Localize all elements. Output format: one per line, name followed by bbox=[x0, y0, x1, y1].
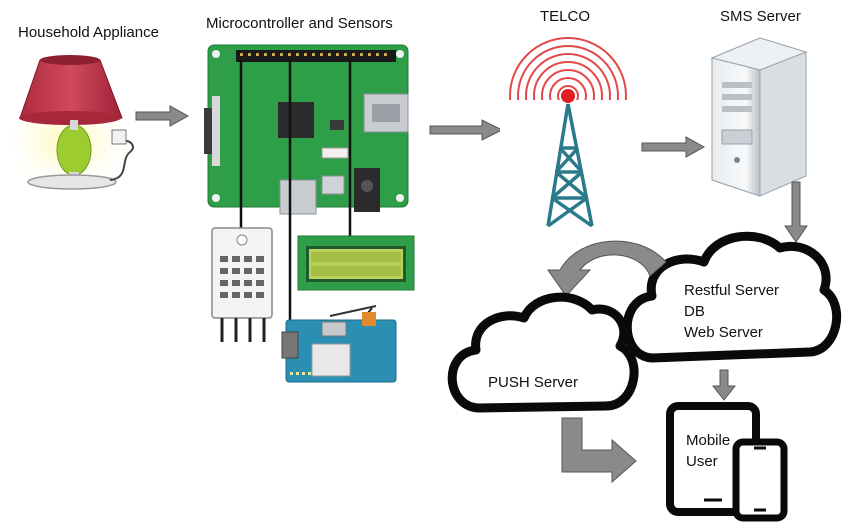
mobile-user-text: Mobile User bbox=[686, 430, 730, 472]
wire-lines bbox=[239, 60, 352, 350]
arrow-push-to-mobile bbox=[561, 417, 637, 484]
arrow-board-to-telco bbox=[429, 119, 504, 141]
curved-arrow-restful-to-push bbox=[547, 240, 667, 297]
cell-tower-icon bbox=[500, 37, 640, 240]
restful-line-2: DB bbox=[684, 303, 705, 320]
smartphone-icon bbox=[732, 438, 788, 522]
restful-server-cloud-icon bbox=[622, 231, 842, 363]
restful-line-1: Restful Server bbox=[684, 282, 780, 299]
microcontroller-label: Microcontroller and Sensors bbox=[206, 15, 393, 32]
arrow-restful-to-mobile bbox=[711, 369, 737, 401]
gsm-module-icon bbox=[281, 305, 397, 383]
arrow-sms-to-restful bbox=[784, 181, 808, 243]
household-appliance-label: Household Appliance bbox=[18, 24, 159, 41]
push-server-cloud-icon bbox=[447, 292, 639, 413]
server-tower-icon bbox=[710, 37, 808, 197]
lcd-display-icon bbox=[297, 235, 415, 291]
restful-line-3: Web Server bbox=[684, 324, 763, 341]
mobile-line-1: Mobile bbox=[686, 432, 731, 449]
dht-sensor-icon bbox=[211, 227, 273, 342]
arrow-lamp-to-board bbox=[135, 105, 190, 127]
telco-label: TELCO bbox=[540, 8, 591, 25]
restful-server-text: Restful Server DB Web Server bbox=[684, 280, 779, 343]
mobile-line-2: User bbox=[686, 453, 718, 470]
raspberry-pi-board-icon bbox=[204, 44, 409, 215]
sms-server-label: SMS Server bbox=[720, 8, 801, 25]
push-server-text: PUSH Server bbox=[488, 374, 579, 391]
lamp-icon bbox=[8, 55, 134, 195]
arrow-telco-to-sms bbox=[641, 136, 706, 158]
